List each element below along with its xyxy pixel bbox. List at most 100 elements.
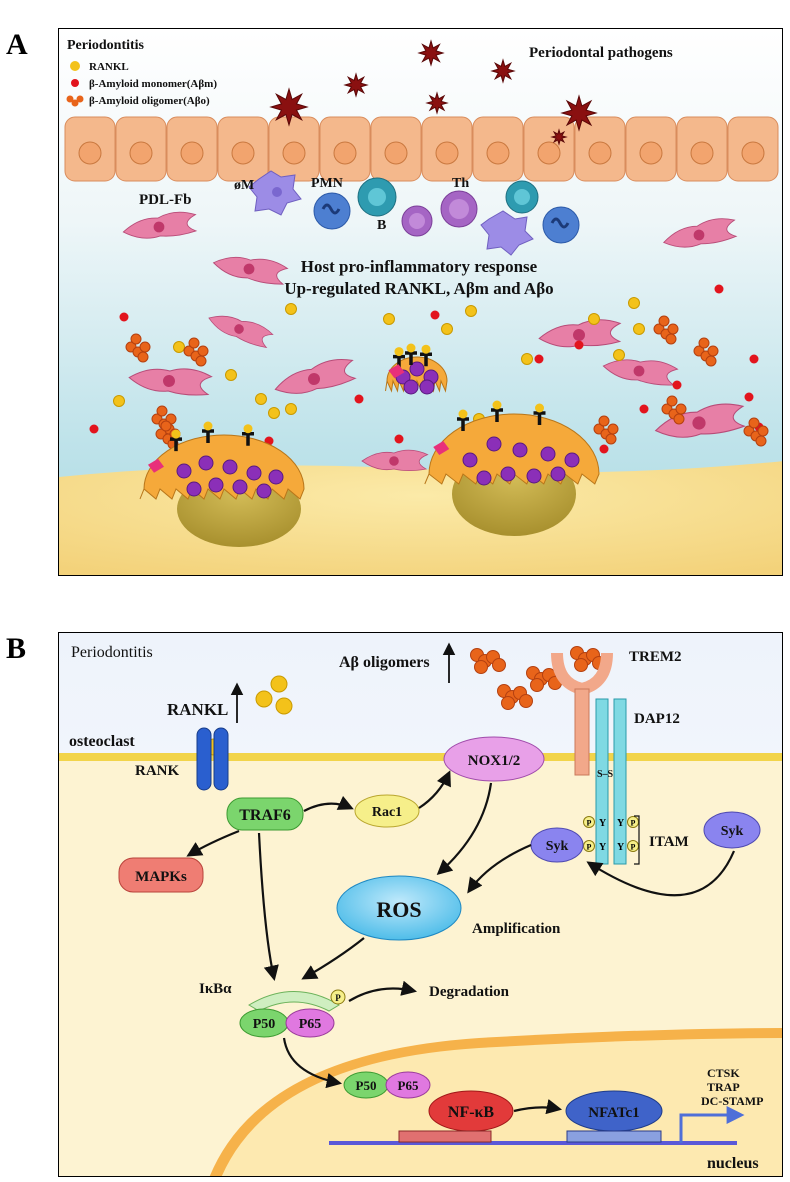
periodontal-pathogens bbox=[269, 39, 598, 146]
itam-label: ITAM bbox=[649, 834, 689, 850]
rankl-molecule bbox=[255, 393, 267, 405]
amyloid-oligomer bbox=[653, 315, 679, 345]
amyloid-oligomer bbox=[593, 415, 619, 445]
epithelial-nucleus bbox=[384, 141, 408, 165]
fibroblast bbox=[361, 449, 429, 471]
response-line-2: Up-regulated RANKL, Aβm and Aβo bbox=[284, 279, 553, 298]
phospho-mark-label: P bbox=[587, 843, 592, 852]
gene-ctsk: CTSK bbox=[707, 1066, 740, 1080]
fibroblast bbox=[122, 211, 198, 239]
pathogen bbox=[490, 58, 516, 84]
rank-receptor-marker bbox=[202, 421, 214, 443]
arrow-traf6-rac1 bbox=[303, 795, 354, 812]
epithelium bbox=[64, 116, 779, 182]
osteoclast-nucleus bbox=[462, 452, 478, 468]
syk-left-label: Syk bbox=[546, 839, 569, 854]
amyloid-monomer bbox=[574, 340, 584, 350]
fibroblast bbox=[654, 403, 746, 438]
epithelial-nucleus bbox=[588, 141, 612, 165]
t-helper-label: Th bbox=[452, 176, 469, 191]
fibroblast bbox=[663, 218, 738, 248]
legend-amyloid-monomer-icon bbox=[71, 79, 79, 87]
arrow-ros-ikba bbox=[301, 937, 365, 980]
pathogens-label: Periodontal pathogens bbox=[529, 45, 673, 61]
amyloid-oligomer bbox=[693, 337, 719, 367]
osteoclast-nucleus bbox=[208, 477, 224, 493]
osteoclast-nucleus bbox=[186, 481, 202, 497]
phospho-mark-label: P bbox=[631, 843, 636, 852]
panel-b: Periodontitis RANKL RANK osteoclast Aβ o… bbox=[58, 632, 783, 1177]
osteoclast-nucleus bbox=[409, 361, 425, 377]
osteoclast-nucleus bbox=[232, 479, 248, 495]
rankl-molecule bbox=[633, 323, 645, 335]
rankl-label: RANKL bbox=[167, 700, 228, 719]
response-line-1: Host pro-inflammatory response bbox=[301, 257, 538, 276]
rankl-molecule bbox=[285, 403, 297, 415]
mapks-label: MAPKs bbox=[135, 869, 187, 885]
fibroblast bbox=[274, 358, 357, 394]
osteoclast-nucleus bbox=[176, 463, 192, 479]
syk-right-node bbox=[703, 811, 761, 849]
itam-bracket bbox=[634, 815, 640, 865]
p50-label: P50 bbox=[253, 1017, 276, 1032]
panel-a-title: Periodontitis bbox=[67, 38, 145, 53]
phospho-mark-label: P bbox=[587, 819, 592, 828]
legend-amyloid-oligomer-icon bbox=[66, 95, 84, 107]
legend-rankl: RANKL bbox=[89, 61, 129, 73]
amyloid-oligomer bbox=[743, 417, 769, 447]
rank-receptor-marker bbox=[457, 409, 469, 431]
ab-oligomer-cluster bbox=[497, 684, 533, 710]
pathogen bbox=[550, 128, 568, 146]
rank-receptor-marker bbox=[491, 400, 503, 422]
p65-nuclear-node bbox=[385, 1071, 431, 1099]
rankl-molecule bbox=[521, 353, 533, 365]
ikba-label: IκBα bbox=[199, 981, 232, 997]
epithelial-nucleus bbox=[690, 141, 714, 165]
panel-a-illustration: Periodontitis RANKL β-Amyloid monomer(Aβ… bbox=[59, 29, 782, 575]
amyloid-monomer bbox=[119, 312, 129, 322]
ros-node bbox=[336, 875, 462, 941]
fibroblast bbox=[208, 315, 274, 349]
rankl-molecule bbox=[113, 395, 125, 407]
legend-amyloid-monomer: β-Amyloid monomer(Aβm) bbox=[89, 78, 217, 90]
osteoclast-nucleus bbox=[476, 470, 492, 486]
tyrosine-mark: Y bbox=[599, 818, 607, 829]
panel-a-letter: A bbox=[6, 28, 28, 61]
amyloid-monomer bbox=[534, 354, 544, 364]
cell-membrane bbox=[59, 753, 782, 761]
epithelial-nucleus bbox=[537, 141, 561, 165]
rankl-molecule bbox=[225, 369, 237, 381]
amyloid-oligomer bbox=[125, 333, 151, 363]
rank-receptor bbox=[196, 727, 229, 791]
arrow-syk-right-syk-left bbox=[586, 850, 736, 897]
nfkb-label: NF-κB bbox=[448, 1104, 495, 1121]
ab-oligomer-cluster bbox=[526, 666, 562, 692]
epithelial-nucleus bbox=[231, 141, 255, 165]
epithelial-nucleus bbox=[486, 141, 510, 165]
phospho-mark bbox=[583, 816, 595, 828]
ikba-node bbox=[248, 991, 340, 1012]
epithelial-nucleus bbox=[282, 141, 306, 165]
rankl-molecule bbox=[588, 313, 600, 325]
ikba-phospho-label: P bbox=[335, 993, 341, 1003]
amyloid-monomer bbox=[672, 380, 682, 390]
pathway-arrows bbox=[186, 770, 736, 1115]
ros-label: ROS bbox=[376, 897, 421, 922]
osteoclast-nucleus bbox=[268, 469, 284, 485]
rankl-molecule bbox=[628, 297, 640, 309]
arrow-translocation bbox=[282, 1037, 343, 1089]
pathogen bbox=[425, 91, 449, 115]
panel-b-letter: B bbox=[6, 632, 27, 665]
transcription-arrow bbox=[679, 1106, 745, 1143]
nox-label: NOX1/2 bbox=[468, 753, 521, 769]
ab-oligomer-cluster bbox=[570, 646, 606, 672]
pathogen bbox=[417, 39, 445, 67]
arrow-rac1-nox bbox=[418, 770, 451, 809]
arrow-nfkb-nfatc1 bbox=[513, 1099, 563, 1115]
gene-dc-stamp: DC-STAMP bbox=[701, 1094, 763, 1108]
rank-receptor-marker bbox=[170, 429, 182, 452]
trem2-marker bbox=[388, 364, 405, 379]
neutrophil bbox=[313, 192, 351, 230]
epithelial-nucleus bbox=[180, 141, 204, 165]
panel-b-title: Periodontitis bbox=[71, 644, 153, 661]
